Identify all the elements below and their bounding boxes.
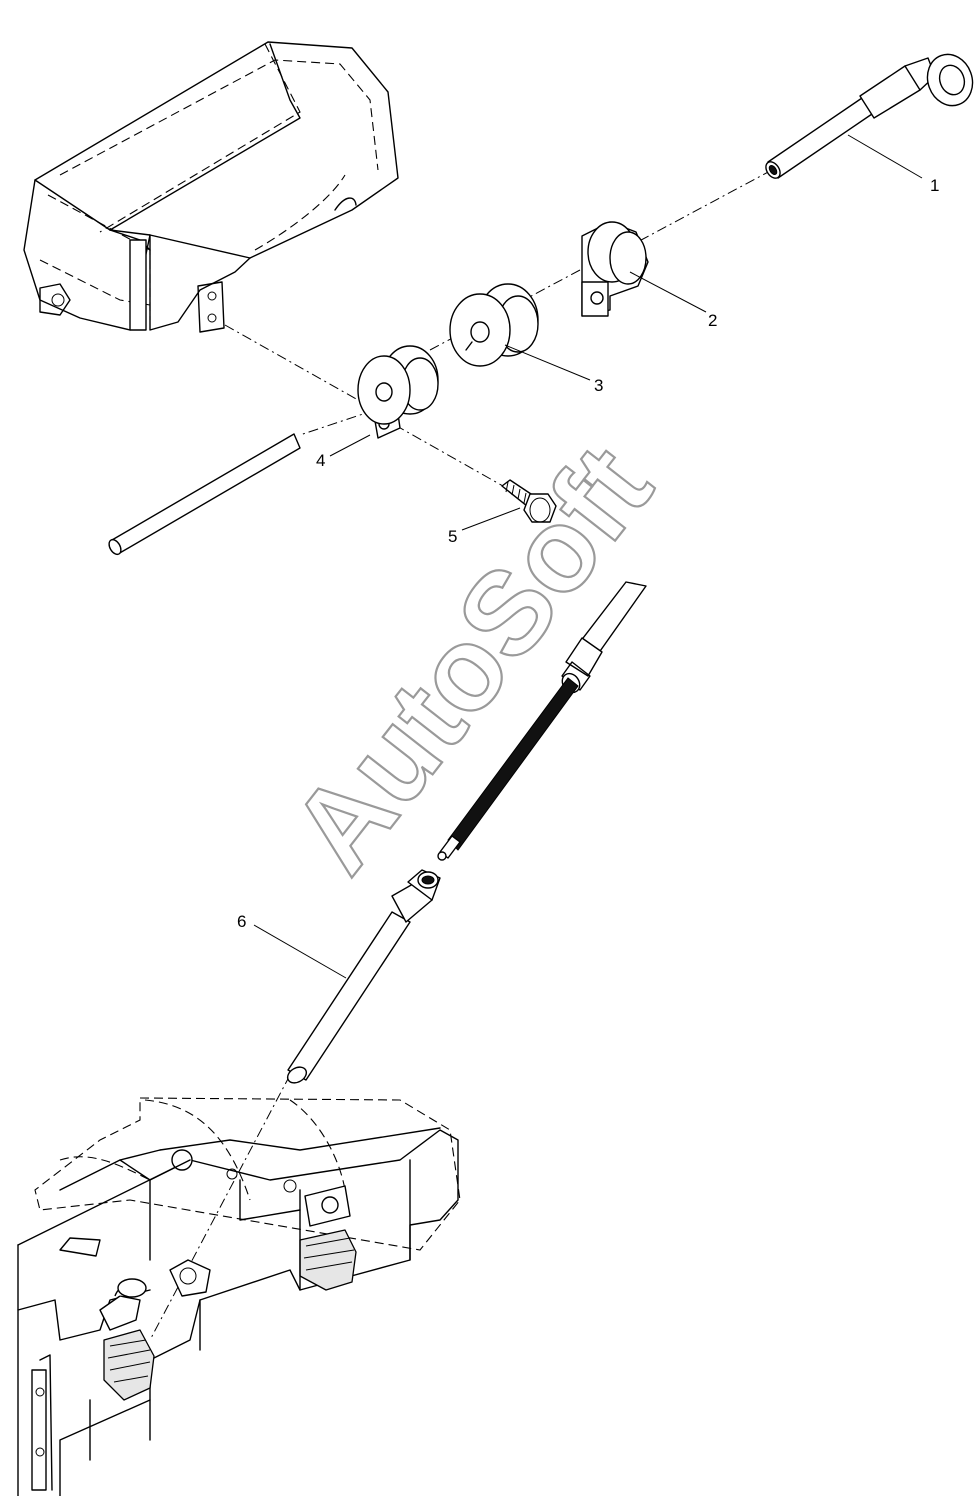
- part-5-bolt: [501, 479, 557, 523]
- callout-3: 3: [594, 376, 603, 395]
- callout-4: 4: [316, 451, 325, 470]
- upper-housing: [23, 41, 399, 333]
- callout-5: 5: [448, 527, 457, 546]
- callout-2: 2: [708, 311, 717, 330]
- part-4-bracket: [357, 345, 439, 439]
- rod: [108, 433, 301, 556]
- part-6-lower-tube: [286, 869, 441, 1084]
- callout-1: 1: [930, 176, 939, 195]
- part-3-grommet: [449, 283, 539, 367]
- part-1-dipstick-tube: [765, 53, 974, 179]
- dipstick-blade: [437, 677, 579, 861]
- part-2-clip: [581, 221, 649, 317]
- callout-6: 6: [237, 912, 246, 931]
- engine-block: [17, 1097, 461, 1496]
